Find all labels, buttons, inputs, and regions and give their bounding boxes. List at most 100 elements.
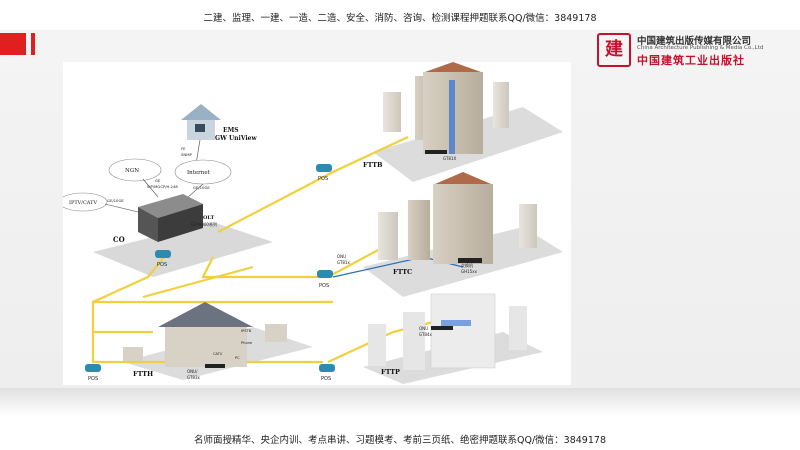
- fttc-building-left: [378, 212, 398, 260]
- pos-splitter-co: POS: [155, 250, 171, 268]
- fiber-fttc: [201, 241, 394, 279]
- pos-label: POS: [318, 176, 328, 182]
- ftth-label: FTTH: [133, 370, 153, 378]
- fttc-label: FTTC: [393, 268, 412, 276]
- fttp-building-main: [430, 293, 496, 369]
- fttp-building-right: [509, 306, 527, 350]
- ems-fe-label: FE: [181, 146, 186, 151]
- iptv-cloud: IPTV/CATV: [63, 192, 108, 212]
- publisher-logo: 建 中国建筑出版传媒有限公司 China Architecture Publis…: [597, 33, 791, 69]
- fttp-riser: [441, 320, 471, 326]
- ems-station: EMS GW UniView FE SNMP: [181, 104, 257, 183]
- fttc-onu-label-2: GT81x: [337, 260, 350, 265]
- fttc-cabinet-icon: [458, 258, 482, 263]
- fttc-cabinet-label-1: 交换机: [461, 262, 473, 268]
- publisher-logo-icon: 建: [597, 33, 631, 67]
- red-tab-marker: [0, 33, 26, 55]
- ems-snmp-label: SNMP: [181, 152, 193, 157]
- fttc-building-main: [433, 184, 493, 264]
- olt-model-label: GFA6900系列: [191, 221, 217, 227]
- fttb-riser: [449, 80, 455, 154]
- ftth-site: FTTH ONU/ GT83x IPSTB Phone CATV PC: [123, 302, 287, 380]
- ftth-house-right: [265, 324, 287, 342]
- fttp-label: FTTP: [381, 368, 400, 376]
- pos-splitter-fttp: POS: [319, 364, 335, 382]
- ftth-onu-icon: [205, 364, 225, 368]
- fttc-site: FTTC ONU GT81x 交换机 GH15xx: [337, 172, 537, 276]
- ngn-cloud-icon: [108, 158, 162, 182]
- fttb-building-right: [493, 82, 509, 128]
- ngn-label: NGN: [125, 168, 139, 174]
- fttb-onu-icon: [425, 150, 447, 154]
- ftth-roof: [158, 302, 253, 327]
- ftth-phone-label: Phone: [241, 341, 253, 345]
- link-labels: GE SIP/MGCP/H.248 GE/10GE GE/10GE: [104, 178, 210, 213]
- ems-label: EMS: [223, 127, 239, 134]
- ftth-pc-label: PC: [235, 356, 240, 360]
- fttp-building-left: [368, 324, 386, 366]
- fttc-building-right: [519, 204, 537, 248]
- fiber-fttb: [217, 136, 409, 233]
- internet-label: Internet: [187, 170, 211, 176]
- publisher-name-script: 中国建筑工业出版社: [637, 54, 745, 67]
- ems-product-label: GW UniView: [215, 135, 257, 142]
- publisher-name-en: China Architecture Publishing & Media Co…: [637, 45, 764, 51]
- bottom-caption: 名师面授精华、央企内训、考点串讲、习题模考、考前三页纸、绝密押题联系QQ/微信：…: [194, 435, 606, 446]
- link-internet-olt: [187, 183, 204, 198]
- olt-side: [138, 207, 158, 242]
- fttp-onu-label-2: GT84x: [419, 332, 432, 337]
- publisher-name-cn: 中国建筑出版传媒有限公司: [637, 36, 752, 47]
- ftth-house: [165, 327, 247, 367]
- network-diagram-svg: POS POS POS POS POS EMS: [63, 62, 563, 384]
- fttp-onu-icon: [431, 326, 453, 330]
- top-band: [0, 0, 800, 32]
- fttp-site: FTTP ONU GT84x: [368, 293, 527, 376]
- pos-splitter-ftth: POS: [85, 364, 101, 382]
- fttb-building-small-left: [383, 92, 401, 132]
- iptv-label: IPTV/CATV: [69, 200, 97, 206]
- fttc-roof: [435, 172, 491, 184]
- pos-label: POS: [319, 283, 329, 289]
- pos-splitters: POS POS POS POS POS: [85, 164, 335, 382]
- fttb-roof: [425, 62, 481, 72]
- floor-reflection: [0, 388, 800, 416]
- iptv-cloud-icon: [63, 192, 108, 212]
- link-ngn-olt: [142, 178, 159, 198]
- fiber-links: [91, 136, 454, 364]
- link-sip-label: SIP/MGCP/H.248: [147, 184, 178, 189]
- ftth-onu-label-1: ONU/: [187, 369, 198, 374]
- co-label: CO: [113, 235, 125, 244]
- ftth-ipstb-label: IPSTB: [241, 329, 252, 333]
- top-caption: 二建、监理、一建、一造、二造、安全、消防、咨询、检测课程押题联系QQ/微信：38…: [203, 13, 597, 24]
- olt-top: [138, 194, 203, 218]
- network-diagram: POS POS POS POS POS EMS: [63, 62, 571, 385]
- co-ground: [93, 222, 273, 277]
- ems-house-roof: [181, 104, 221, 120]
- link-iptv-label: GE/10GE: [107, 198, 124, 203]
- internet-cloud: Internet: [174, 159, 232, 185]
- fiber-pos-co: [142, 265, 254, 299]
- fttb-label: FTTB: [363, 161, 383, 169]
- fttb-onu-label: GT81X: [443, 156, 456, 161]
- ftth-house-small: [123, 347, 143, 361]
- ngn-cloud: NGN: [108, 158, 162, 182]
- fttc-cabinet-label-2: GH15xx: [461, 269, 478, 274]
- olt-front: [158, 204, 203, 242]
- pos-label: POS: [88, 376, 98, 382]
- ftth-catv-label: CATV: [213, 352, 223, 356]
- fttp-onu-label-1: ONU: [419, 326, 428, 331]
- link-10ge-label: GE/10GE: [193, 185, 210, 190]
- fttb-site: FTTB GT81X: [363, 62, 509, 169]
- red-tab-stripe: [31, 33, 35, 55]
- pos-label: POS: [157, 262, 167, 268]
- link-ge-label: GE: [155, 178, 161, 183]
- pos-splitter-fttc: POS: [317, 270, 333, 289]
- ftth-onu-label-2: GT83x: [187, 375, 200, 380]
- pos-label: POS: [321, 376, 331, 382]
- fttc-onu-label-1: ONU: [337, 254, 346, 259]
- fttc-building-mid: [408, 200, 430, 260]
- olt-device: OLT GFA6900系列 CO: [113, 194, 217, 244]
- ems-monitor-icon: [195, 124, 205, 132]
- link-iptv-olt: [104, 203, 139, 213]
- fttp-building-mid: [403, 312, 425, 370]
